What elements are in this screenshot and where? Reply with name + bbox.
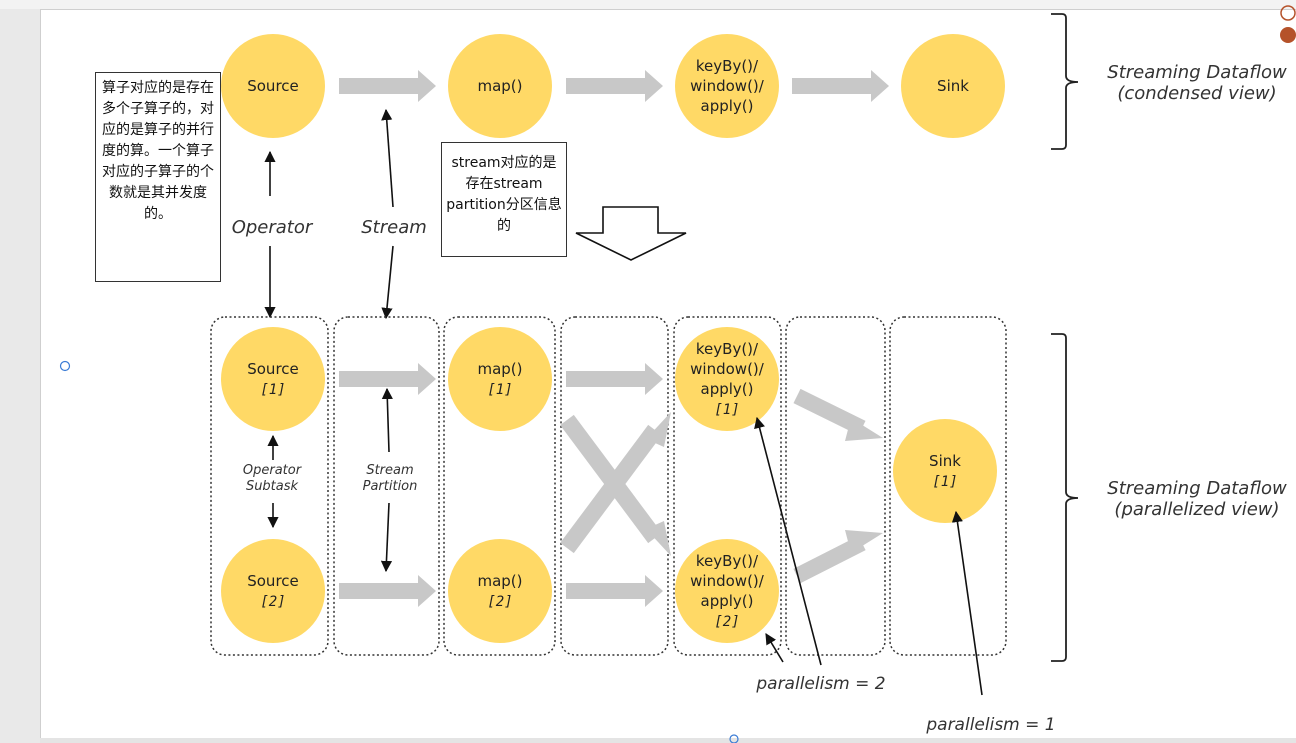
parallelism2-arrow [754,416,822,666]
map-1-node [448,327,552,431]
condensed-node-2-name-line: window()/ [690,77,765,95]
column-box [333,316,440,656]
source-2-node [221,539,325,643]
parallel-node-5-name-line: apply() [701,592,754,610]
parallel-node-4-name-line: apply() [701,380,754,398]
condensed-nodes [221,34,1005,138]
transform-down-arrow [575,206,687,261]
parallel-node-3-name-line: map() [477,572,522,590]
sink-arrow-head [845,418,883,441]
anchor-handle[interactable] [59,360,71,372]
parallel-node-6-index: [1] [932,474,957,490]
condensed-node-2-name-line: keyBy()/ [696,57,759,75]
parallel-node-0-name-line: Source [247,360,299,378]
partition-arrow-up [381,387,393,453]
condensed-node-1-name-line: map() [477,77,522,95]
stream-arrow-down [381,245,394,320]
stream-arrow [339,363,436,395]
stream-arrow [566,70,663,102]
parallel-node-2-index: [1] [487,382,512,398]
column-box [673,316,782,656]
parallel-node-0-index: [1] [260,382,285,398]
sink-1-node [893,419,997,523]
operator-label: Operator [232,217,314,238]
sink-node [901,34,1005,138]
stream-arrow [566,575,663,607]
column-box [560,316,669,656]
sink-arrow-head [845,530,883,553]
parallel-node-5-name-line: window()/ [690,572,765,590]
stream-arrow [339,575,436,607]
parallel-caption-line2: (parallelized view) [1114,499,1279,520]
operator-annotation-note: 算子对应的是存在多个子算子的，对应的是算子的并行度的算。一个算子对应的子算子的个… [95,72,221,282]
parallel-columns [210,316,1007,656]
parallel-node-1-index: [2] [260,594,285,610]
source-1-node [221,327,325,431]
parallel-node-4-index: [1] [714,402,739,418]
keyby-window-apply-node [675,34,779,138]
parallel-stream-arrows [339,363,883,607]
stream-arrow-up [381,108,394,208]
parallelism-2-label: parallelism = 2 [755,674,885,694]
stream-label: Stream [361,217,427,238]
stream-arrow [566,363,663,395]
parallel-node-4-name-line: keyBy()/ [696,340,759,358]
partition-arrow-down [380,502,393,573]
top-ruler [0,0,1296,10]
bottom-scrollbar[interactable] [40,738,1296,743]
parallelism-1-label: parallelism = 1 [925,715,1055,735]
parallel-node-2-name-line: map() [477,360,522,378]
condensed-stream-arrows [339,70,889,102]
column-box [785,316,886,656]
stream-arrow [792,70,889,102]
column-box [443,316,556,656]
tool-icon[interactable] [1280,27,1296,43]
parallelism2-arrow-short [765,633,784,663]
condensed-node-0-name-line: Source [247,77,299,95]
parallel-node-6-name-line: Sink [929,452,961,470]
condensed-node-3-name-line: Sink [937,77,969,95]
column-box [210,316,329,656]
keyby-2-node [675,539,779,643]
parallel-node-5-index: [2] [714,614,739,630]
condensed-caption-line2: (condensed view) [1117,83,1276,104]
parallelism1-arrow [951,510,983,696]
column-box [889,316,1007,656]
anchor-handle-bottom[interactable] [729,734,739,743]
ime-icon[interactable] [1280,5,1296,21]
parallel-node-3-index: [2] [487,594,512,610]
shuffle-arrow-head [646,521,671,556]
parallel-node-1-name-line: Source [247,572,299,590]
condensed-bracket [1051,13,1079,150]
source-node [221,34,325,138]
condensed-node-2-name-line: apply() [701,97,754,115]
map-2-node [448,539,552,643]
stream-annotation-note: stream对应的是存在stream partition分区信息的 [441,142,567,257]
map-node [448,34,552,138]
stream-arrow [339,70,436,102]
parallel-nodes [221,327,997,643]
parallel-node-4-name-line: window()/ [690,360,765,378]
left-panel-strip [0,9,41,743]
condensed-caption-line1: Streaming Dataflow [1107,62,1287,83]
shuffle-arrow [560,424,662,554]
parallel-caption-line1: Streaming Dataflow [1107,478,1287,499]
parallel-bracket [1051,333,1079,662]
keyby-1-node [675,327,779,431]
shuffle-arrow-head [646,412,671,447]
parallel-node-5-name-line: keyBy()/ [696,552,759,570]
